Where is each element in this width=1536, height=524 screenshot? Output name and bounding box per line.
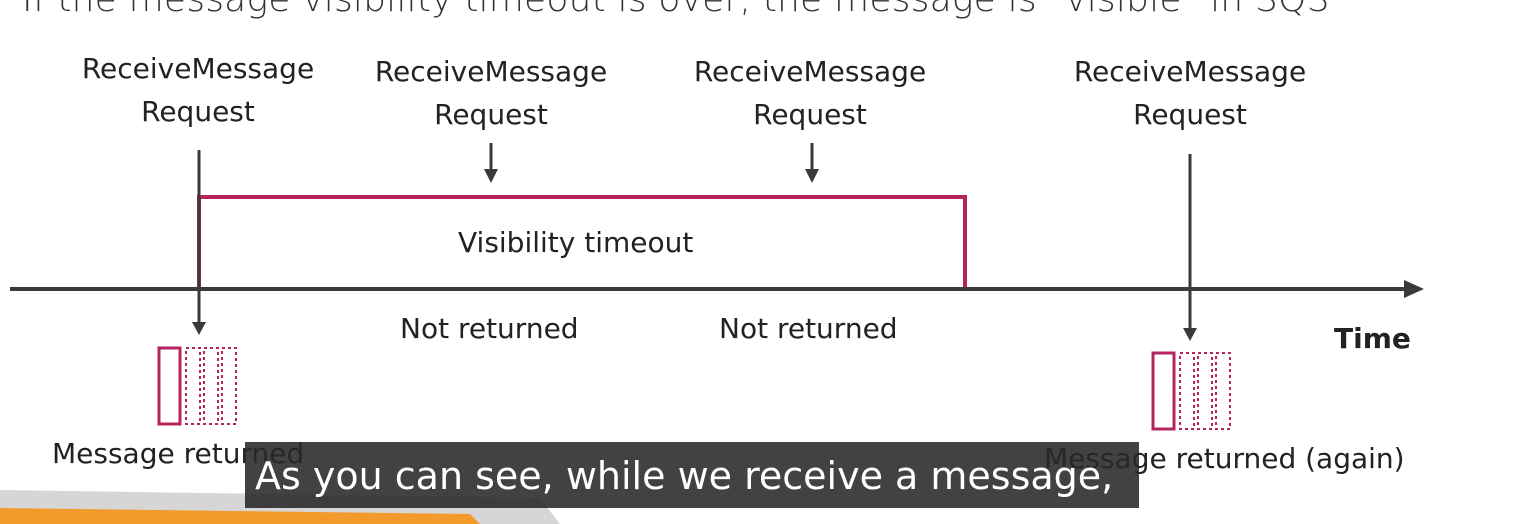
request-3-arrowhead bbox=[805, 169, 819, 183]
request-2-arrowhead bbox=[484, 169, 498, 183]
request-label-1-line2: Request bbox=[141, 95, 255, 128]
message-queue-icon-1 bbox=[157, 346, 237, 426]
not-returned-label-2: Not returned bbox=[719, 312, 898, 345]
request-label-3-line2: Request bbox=[753, 98, 867, 131]
footer-orange-band bbox=[0, 508, 480, 524]
request-4-arrowhead bbox=[1183, 328, 1197, 341]
slide-heading: If the message visibility timeout is ove… bbox=[22, 0, 1330, 18]
request-label-4-line1: ReceiveMessage bbox=[1073, 55, 1307, 88]
time-axis-arrowhead bbox=[1404, 280, 1424, 298]
request-label-2: ReceiveMessage Request bbox=[371, 50, 611, 136]
request-label-4: ReceiveMessage Request bbox=[1070, 50, 1310, 136]
message-queue-icon-2 bbox=[1151, 351, 1231, 431]
not-returned-label-1: Not returned bbox=[400, 312, 579, 345]
time-axis-label: Time bbox=[1334, 322, 1411, 355]
request-label-1: ReceiveMessage Request bbox=[78, 47, 318, 133]
request-label-2-line1: ReceiveMessage bbox=[374, 55, 608, 88]
visibility-timeout-label: Visibility timeout bbox=[458, 226, 694, 259]
caption-overlay bbox=[245, 442, 1139, 508]
caption-text: As you can see, while we receive a messa… bbox=[255, 454, 1114, 498]
request-label-3-line1: ReceiveMessage bbox=[693, 55, 927, 88]
request-label-2-line2: Request bbox=[434, 98, 548, 131]
request-label-4-line2: Request bbox=[1133, 98, 1247, 131]
request-1-arrowhead bbox=[192, 322, 206, 335]
request-label-3: ReceiveMessage Request bbox=[690, 50, 930, 136]
request-label-1-line1: ReceiveMessage bbox=[81, 52, 315, 85]
